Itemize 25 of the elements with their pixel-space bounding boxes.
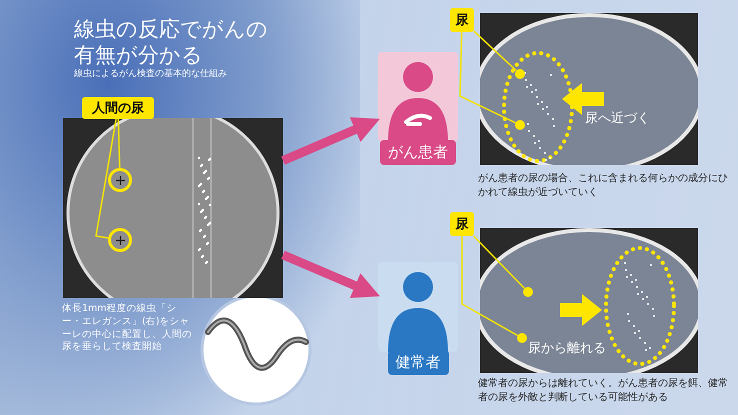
title: 線虫の反応でがんの有無が分かる [74, 16, 269, 68]
person-label: 健常者 [388, 350, 448, 375]
petri-dish-photo [63, 118, 283, 298]
photo-caption: 健常者の尿からは離れていく。がん患者の尿を餌、健常者の尿を外敵と判断している可能性がある [478, 377, 728, 405]
arrow [281, 250, 380, 298]
leader-line [95, 118, 117, 239]
photo-label: 尿から離れる [528, 340, 607, 358]
subtitle: 線虫によるがん検査の基本的な仕組み [74, 68, 228, 80]
photo-label: 尿へ近づく [585, 110, 651, 128]
marker-circle [108, 168, 132, 192]
leader-line [473, 30, 517, 72]
person-label: がん患者 [380, 140, 456, 165]
callout-tag: 尿 [450, 8, 474, 32]
callout-tag: 尿 [450, 212, 474, 236]
marker-circle [108, 228, 132, 252]
petri-dish-photo [480, 13, 698, 165]
leader-line [473, 235, 526, 289]
callout-tag: 人間の尿 [82, 97, 154, 119]
leader-line [461, 236, 518, 336]
petri-dish-photo [480, 228, 698, 373]
leader-line [118, 118, 120, 168]
arrow [281, 117, 380, 165]
description-text: 体長1mm程度の線虫「シー・エレガンス」(右)をシャーレの中心に配置し、人間の尿を垂らして検査開始 [62, 303, 193, 354]
photo-caption: がん患者の尿の場合、これに含まれる何らかの成分にひかれて線虫が近づいていく [478, 172, 728, 200]
leader-line [459, 32, 516, 124]
